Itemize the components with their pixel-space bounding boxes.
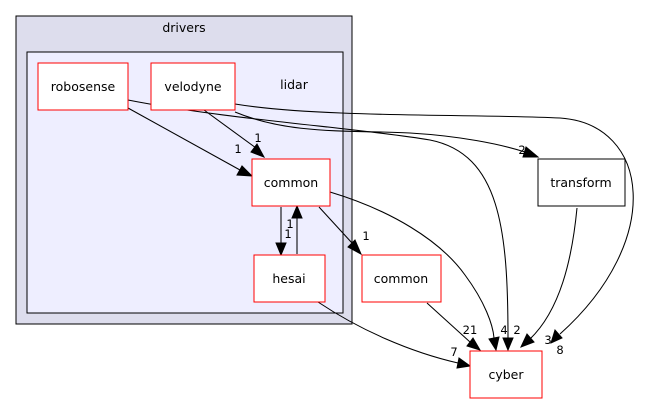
node-velodyne-label: velodyne (164, 79, 221, 94)
edge-label-hesai-cyber: 7 (450, 345, 457, 359)
edge-label-hesai-lidar-common: 1 (286, 217, 293, 231)
edge-common-to-cyber[interactable]: 21 (426, 302, 482, 351)
node-hesai[interactable]: hesai (253, 254, 326, 303)
edge-lidar-common-to-hesai[interactable]: 1 (275, 207, 292, 257)
edge-label-robosense-cyber: 2 (513, 323, 520, 337)
node-velodyne[interactable]: velodyne (150, 62, 236, 111)
node-cyber[interactable]: cyber (469, 350, 543, 399)
edge-label-velodyne-lidar-common: 1 (254, 131, 261, 145)
edge-label-lidar-common-hesai: 1 (284, 227, 291, 241)
node-common-label: common (374, 271, 428, 286)
node-lidar-common-label: common (264, 175, 318, 190)
edge-velodyne-to-transform[interactable]: 2 (234, 111, 540, 158)
edge-label-transform-cyber: 3 (544, 333, 551, 347)
cluster-lidar-label: lidar (280, 77, 309, 92)
edge-hesai-to-cyber[interactable]: 7 (317, 301, 472, 369)
edge-label-lidar-common-common: 1 (362, 229, 369, 243)
edge-hesai-to-lidar-common[interactable]: 1 (286, 204, 303, 254)
edge-robosense-to-lidar-common[interactable]: 1 (127, 107, 254, 177)
node-lidar-common[interactable]: common (251, 158, 331, 207)
node-hesai-label: hesai (272, 271, 305, 286)
edge-lidar-common-to-common[interactable]: 1 (318, 206, 370, 256)
edge-robosense-to-cyber[interactable]: 2 (127, 99, 521, 352)
edge-lidar-common-to-cyber[interactable]: 4 (329, 191, 508, 352)
edge-label-lidar-common-cyber: 4 (500, 323, 507, 337)
edge-label-velodyne-cyber: 8 (556, 343, 563, 357)
edge-label-robosense-lidar-common: 1 (234, 142, 241, 156)
node-robosense-label: robosense (51, 79, 116, 94)
edge-velodyne-to-cyber[interactable]: 8 (234, 103, 634, 357)
edge-label-common-cyber: 21 (463, 323, 478, 337)
node-transform-label: transform (550, 175, 611, 190)
node-cyber-label: cyber (488, 367, 524, 382)
node-common[interactable]: common (361, 254, 442, 303)
edge-label-velodyne-transform: 2 (518, 143, 525, 157)
cluster-drivers-label: drivers (162, 20, 205, 35)
node-transform[interactable]: transform (537, 158, 626, 207)
node-robosense[interactable]: robosense (37, 62, 129, 111)
edge-transform-to-cyber[interactable]: 3 (520, 207, 578, 348)
edge-velodyne-to-lidar-common[interactable]: 1 (203, 109, 266, 158)
